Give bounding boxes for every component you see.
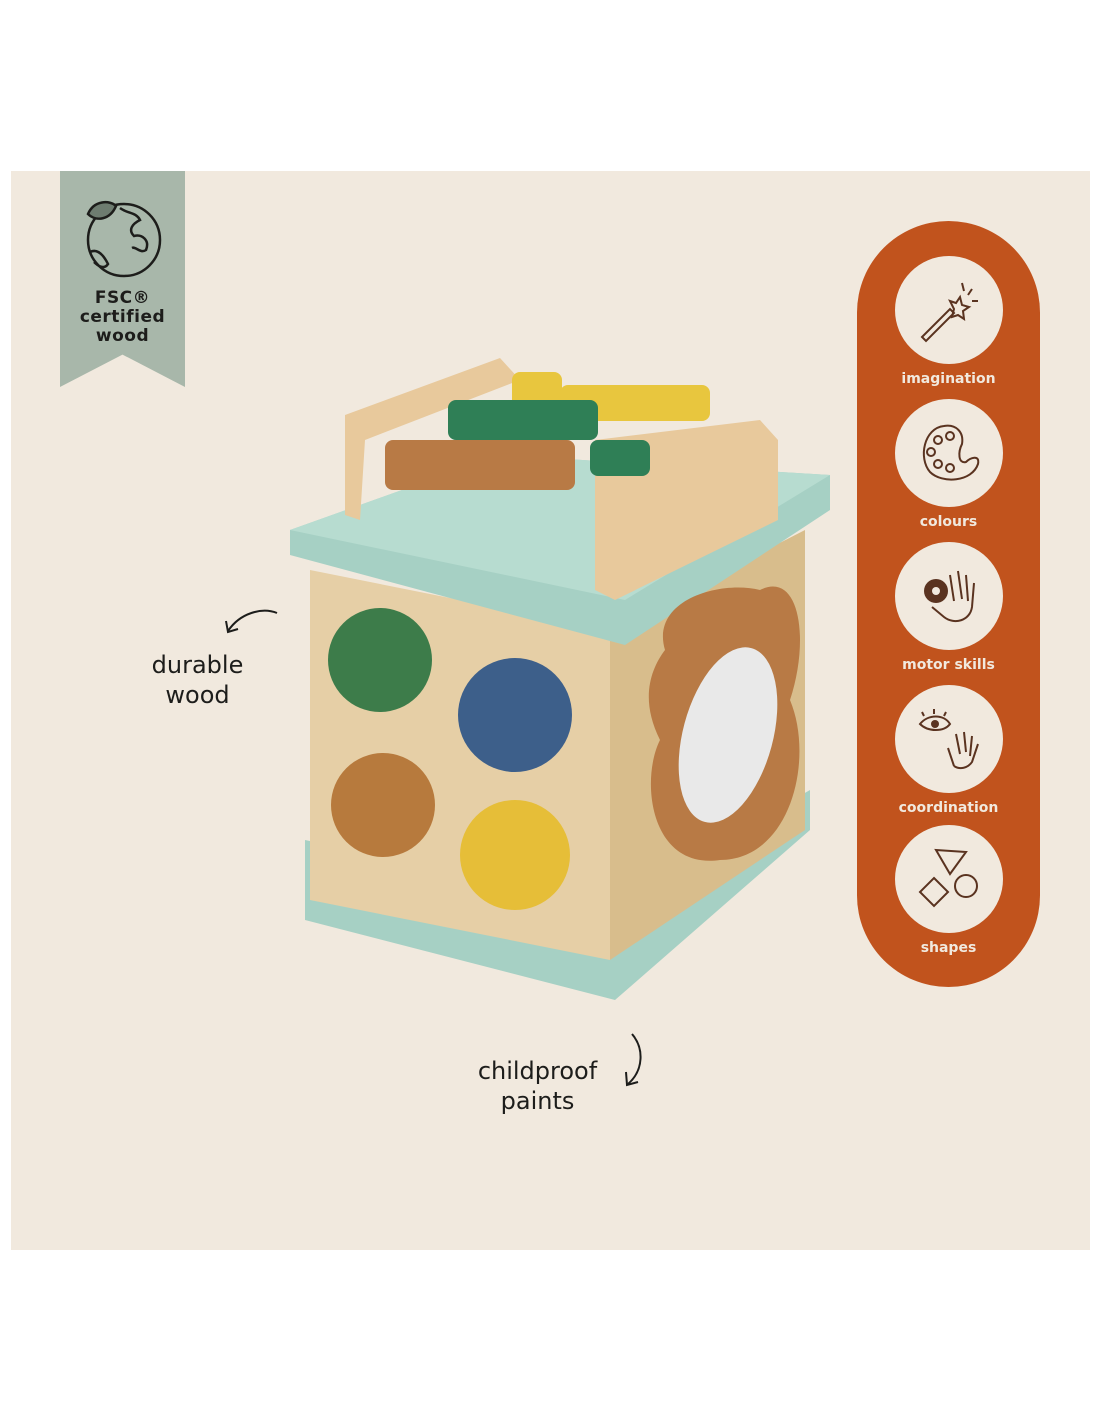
skills-pill: imagination colours motor skills coordin… <box>857 221 1040 987</box>
hand-donut-icon <box>923 570 975 623</box>
skill-imagination: imagination <box>857 256 1040 387</box>
skill-coordination: coordination <box>857 685 1040 816</box>
arrow-icon <box>225 609 278 634</box>
durable-line1: durable <box>151 651 244 679</box>
badge-line3: wood <box>95 326 150 346</box>
paints-line2: paints <box>500 1087 575 1115</box>
childproof-paints-note: childproof paints <box>465 1056 610 1116</box>
skill-motor-skills: motor skills <box>857 542 1040 673</box>
durable-line2: wood <box>165 681 230 709</box>
paints-line1: childproof <box>477 1057 598 1085</box>
eye-hand-icon <box>918 709 979 770</box>
badge-line2: certified <box>79 307 166 327</box>
skill-shapes: shapes <box>857 825 1040 956</box>
globe-leaf-icon <box>86 200 162 278</box>
skill-label: shapes <box>920 940 977 956</box>
badge-line1: FSC® <box>94 288 151 308</box>
fsc-badge: FSC® certified wood <box>60 171 185 387</box>
arrow-icon <box>625 1033 642 1087</box>
palette-icon <box>922 424 979 481</box>
skill-label: motor skills <box>902 657 995 673</box>
skill-label: imagination <box>901 371 996 387</box>
skill-label: coordination <box>898 800 999 816</box>
durable-wood-note: durable wood <box>140 650 255 710</box>
shapes-icon <box>918 848 978 908</box>
skill-label: colours <box>919 514 978 530</box>
magic-wand-icon <box>920 282 978 343</box>
activity-cube-image <box>290 358 830 1000</box>
skill-colours: colours <box>857 399 1040 530</box>
